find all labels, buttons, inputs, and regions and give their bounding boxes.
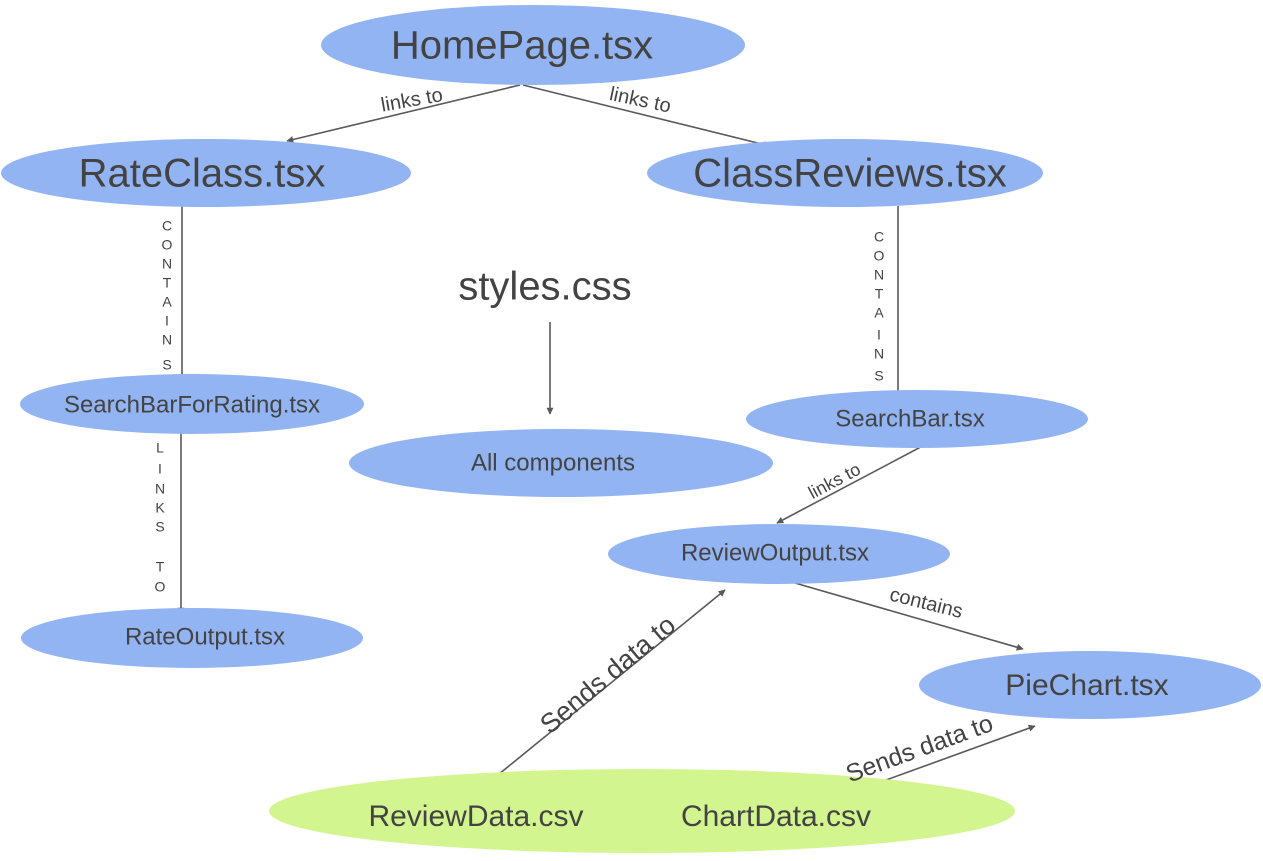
node-piechart: PieChart.tsx — [919, 651, 1261, 719]
vertical-letter: N — [155, 481, 165, 497]
vertical-letter: N — [874, 346, 884, 362]
node-searchbar-label: SearchBar.tsx — [835, 405, 984, 432]
edge-reviewoutput-to-piechart — [794, 582, 1024, 651]
edge-home-to-classreviews — [522, 84, 771, 148]
edge-label-searchbar-to-reviewoutput: links to — [805, 459, 864, 503]
vertical-letter: T — [156, 559, 165, 575]
edge-label-rateclass-contains: C O N T A I N S — [162, 218, 173, 373]
vertical-letter: O — [162, 237, 173, 253]
edge-reviewdata-to-reviewoutput — [492, 589, 726, 780]
vertical-letter: S — [874, 368, 883, 384]
edge-label-home-to-classreviews: links to — [607, 83, 672, 117]
node-reviewoutput-label: ReviewOutput.tsx — [681, 539, 869, 566]
vertical-letter: T — [875, 286, 884, 302]
node-searchbar-for-rating: SearchBarForRating.tsx — [20, 374, 364, 434]
node-homepage-label: HomePage.tsx — [391, 24, 653, 68]
vertical-letter: I — [877, 327, 881, 343]
vertical-letter: I — [165, 313, 169, 329]
node-data-files: ReviewData.csv ChartData.csv — [269, 769, 1015, 853]
vertical-letter: T — [163, 275, 172, 291]
node-rateclass-label: RateClass.tsx — [79, 152, 326, 196]
node-all-components-label: All components — [471, 449, 635, 476]
vertical-letter: N — [162, 256, 172, 272]
vertical-letter: C — [162, 218, 172, 234]
edges — [177, 84, 1036, 797]
node-homepage: HomePage.tsx — [321, 5, 745, 85]
node-styles: styles.css — [458, 265, 631, 309]
edge-label-searchbar-rating-links-to: L I N K S T O — [155, 440, 166, 595]
node-rateoutput: RateOutput.tsx — [21, 608, 363, 668]
node-styles-label: styles.css — [458, 265, 631, 309]
node-piechart-label: PieChart.tsx — [1005, 669, 1168, 702]
node-reviewoutput: ReviewOutput.tsx — [608, 524, 950, 584]
vertical-letter: S — [155, 519, 164, 535]
vertical-letter: S — [162, 357, 171, 373]
node-searchbar-for-rating-label: SearchBarForRating.tsx — [64, 391, 320, 418]
node-rateoutput-label: RateOutput.tsx — [125, 623, 285, 650]
vertical-letter: O — [874, 248, 885, 264]
node-chartdata-label: ChartData.csv — [681, 800, 871, 833]
vertical-letter: N — [874, 267, 884, 283]
node-classreviews-label: ClassReviews.tsx — [693, 152, 1006, 196]
edge-home-to-rateclass — [286, 84, 521, 143]
node-reviewdata-label: ReviewData.csv — [368, 800, 583, 833]
vertical-letter: L — [156, 440, 164, 456]
vertical-letter: C — [874, 229, 884, 245]
vertical-letter: N — [162, 332, 172, 348]
vertical-letter: K — [155, 500, 165, 516]
edge-label-reviewdata-to-reviewoutput: Sends data to — [534, 610, 681, 740]
node-rateclass: RateClass.tsx — [1, 139, 411, 207]
vertical-letter: O — [155, 579, 166, 595]
node-classreviews: ClassReviews.tsx — [647, 139, 1043, 207]
edge-label-classreviews-contains: C O N T A I N S — [874, 229, 885, 384]
edge-label-reviewoutput-to-piechart: contains — [887, 584, 965, 623]
edge-searchbar-to-reviewoutput — [776, 440, 933, 524]
vertical-letter: I — [158, 461, 162, 477]
vertical-letter: A — [162, 294, 172, 310]
node-searchbar: SearchBar.tsx — [746, 390, 1088, 448]
vertical-letter: A — [874, 305, 884, 321]
node-all-components: All components — [349, 429, 773, 497]
